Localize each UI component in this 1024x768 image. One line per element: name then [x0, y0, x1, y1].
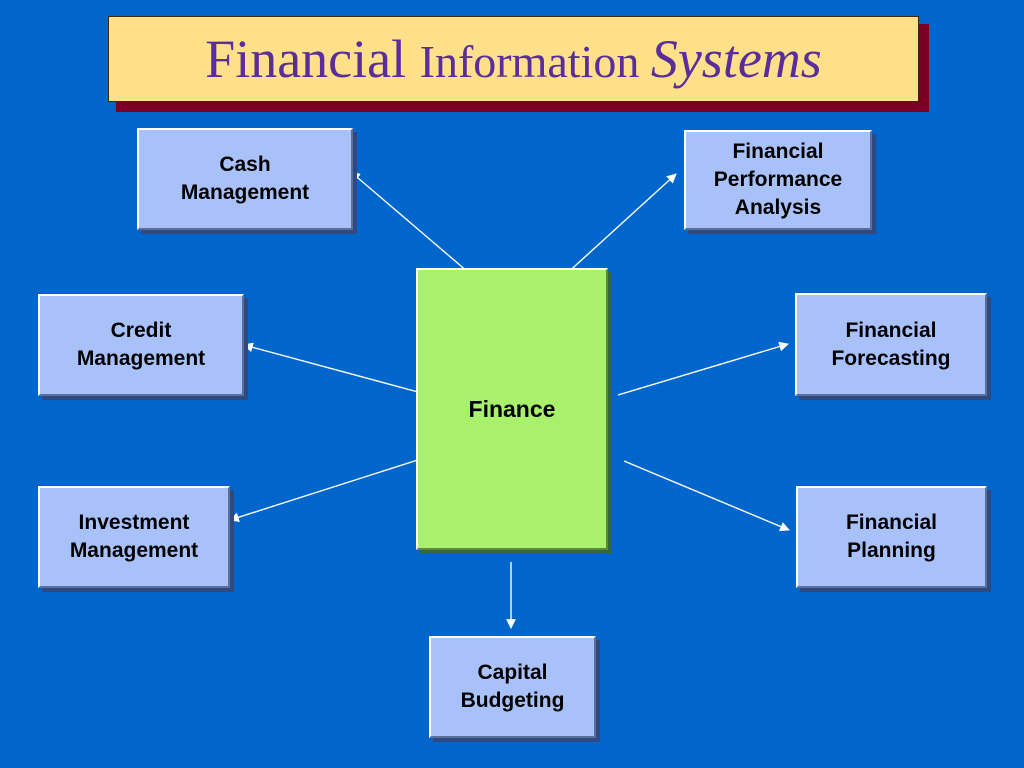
arrow-to-cash-management	[350, 171, 469, 273]
arrow-to-credit-management	[243, 342, 419, 393]
node-capital-budgeting: Capital Budgeting	[429, 636, 596, 738]
arrow-to-financial-forecasting	[617, 341, 789, 396]
node-financial-performance-analysis: Financial Performance Analysis	[684, 130, 872, 230]
arrow-to-financial-planning	[623, 460, 790, 532]
node-financial-forecasting: Financial Forecasting	[795, 293, 987, 396]
title-part-information: Information	[419, 36, 651, 87]
node-cash-management: Cash Management	[137, 128, 353, 230]
title-banner: Financial Information Systems	[108, 16, 919, 102]
node-finance: Finance	[416, 268, 608, 550]
page-title: Financial Information Systems	[205, 32, 822, 86]
arrow-to-investment-management	[229, 457, 425, 522]
title-part-systems: Systems	[650, 29, 822, 89]
arrow-to-financial-performance-analysis	[563, 173, 677, 277]
node-credit-management: Credit Management	[38, 294, 244, 396]
title-part-financial: Financial	[205, 29, 420, 89]
node-financial-planning: Financial Planning	[796, 486, 987, 588]
node-investment-management: Investment Management	[38, 486, 230, 588]
